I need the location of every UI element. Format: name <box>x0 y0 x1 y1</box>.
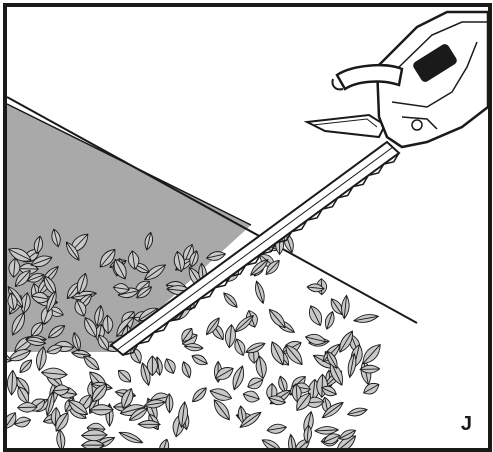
leaf <box>306 303 326 328</box>
leaf <box>361 380 381 397</box>
hedge-trimming-illustration <box>7 7 488 448</box>
leaf <box>162 357 178 376</box>
figure-frame: J <box>3 3 492 452</box>
leaf <box>81 353 102 373</box>
leaf <box>190 352 209 368</box>
leaf <box>359 341 384 367</box>
leaf <box>118 429 144 446</box>
leaf <box>7 370 18 395</box>
leaf <box>260 436 283 448</box>
leaf <box>190 385 210 405</box>
leaf <box>347 406 368 418</box>
leaf <box>266 306 289 330</box>
leaf <box>353 313 379 325</box>
leaf <box>253 280 267 304</box>
figure-label: J <box>461 413 472 436</box>
leaf <box>157 438 171 448</box>
leaf <box>341 295 351 319</box>
leaf <box>41 367 68 380</box>
leaf <box>208 386 233 404</box>
leaf <box>56 429 66 448</box>
leaf <box>115 367 134 385</box>
leaf <box>180 360 193 379</box>
leaf <box>266 423 287 435</box>
blade-guard <box>307 115 385 137</box>
leaf <box>323 310 336 330</box>
leaf <box>315 426 339 435</box>
leaf <box>221 290 240 309</box>
leaf <box>242 389 261 404</box>
leaf <box>287 434 297 448</box>
